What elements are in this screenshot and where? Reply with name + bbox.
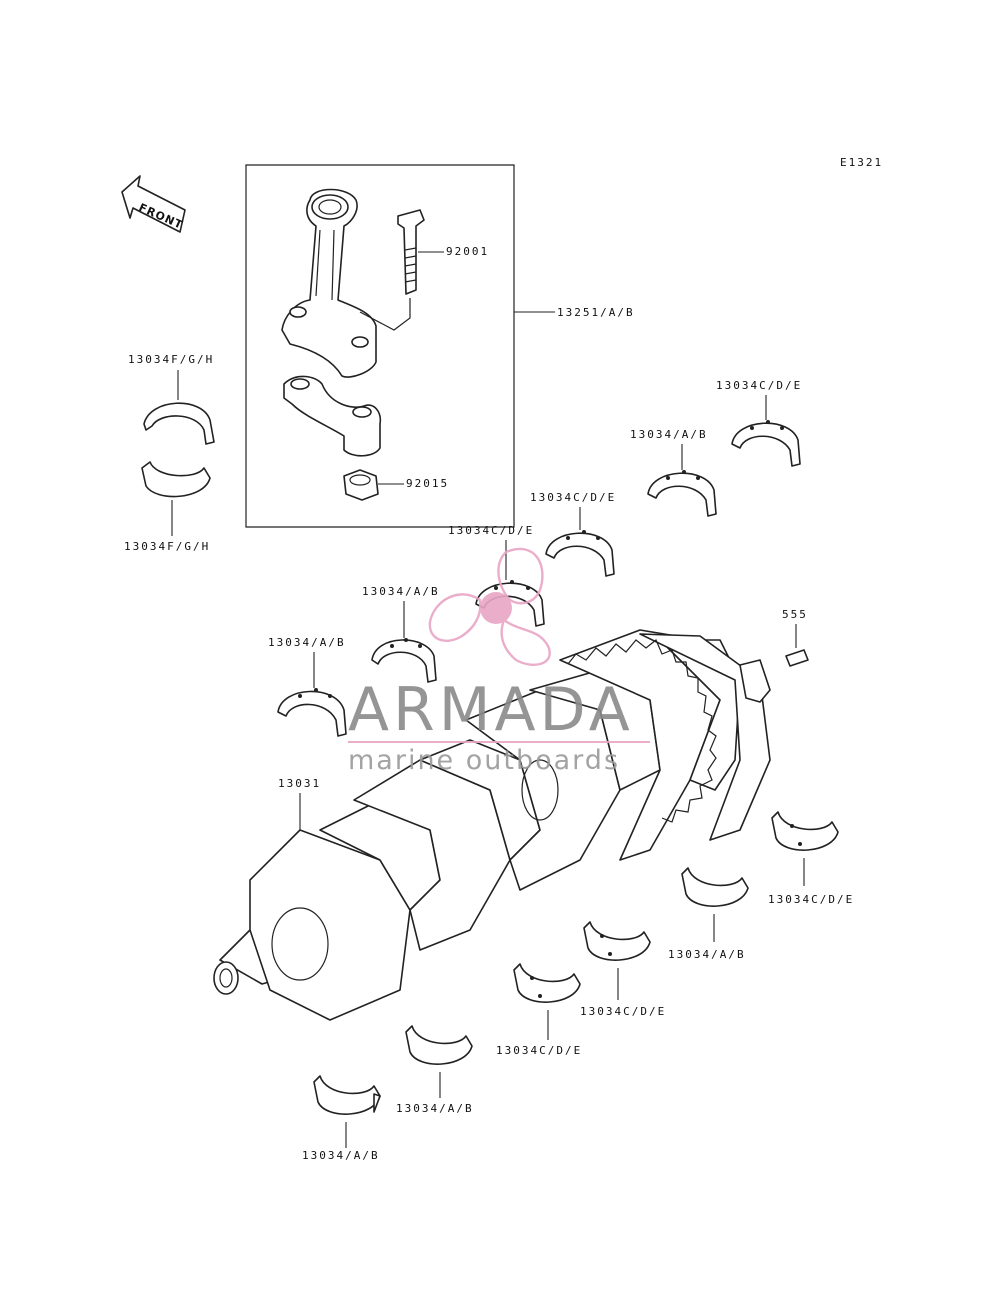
- callout-rod-nut: 92015: [406, 477, 449, 490]
- callout-crankshaft: 13031: [278, 777, 321, 790]
- callout-rod-bearing-upper: 13034F/G/H: [128, 353, 214, 366]
- callout-bearing-u2: 13034/A/B: [362, 585, 440, 598]
- callout-bearing-u4: 13034C/D/E: [530, 491, 616, 504]
- rod-cap-drawing: [283, 375, 382, 457]
- callout-bearing-l3: 13034C/D/E: [496, 1044, 582, 1057]
- callout-bearing-u1: 13034/A/B: [268, 636, 346, 649]
- armada-watermark: ARMADA marine outboards: [348, 547, 650, 776]
- crankshaft-drawing: [213, 629, 771, 1021]
- callout-bearing-l1: 13034/A/B: [302, 1149, 380, 1162]
- dowel-pin-drawing: [785, 649, 809, 667]
- callout-bearing-l2: 13034/A/B: [396, 1102, 474, 1115]
- watermark-brand: ARMADA: [348, 675, 634, 745]
- rod-nut-drawing: [343, 469, 379, 501]
- callout-bearing-u5: 13034/A/B: [630, 428, 708, 441]
- rod-bolt-drawing: [397, 209, 425, 295]
- callout-rod-bearing-lower: 13034F/G/H: [124, 540, 210, 553]
- upper-main-bearings: [277, 420, 801, 737]
- callout-bearing-l4: 13034C/D/E: [580, 1005, 666, 1018]
- callout-rod-bolt: 92001: [446, 245, 489, 258]
- watermark-tagline: marine outboards: [348, 745, 620, 776]
- callout-connecting-rod-assembly: 13251/A/B: [557, 306, 635, 319]
- callout-bearing-u6: 13034C/D/E: [716, 379, 802, 392]
- callout-bearing-l5: 13034/A/B: [668, 948, 746, 961]
- propeller-logo-icon: [428, 547, 551, 666]
- connecting-rod-group-box: [245, 164, 515, 528]
- rod-bearing-shell-lower: [141, 461, 211, 498]
- rod-bearing-shell-upper: [143, 402, 215, 445]
- lower-main-bearings: [313, 811, 839, 1115]
- callout-bearing-l6: 13034C/D/E: [768, 893, 854, 906]
- diagram-id-code: E1321: [840, 156, 883, 169]
- callout-pin: 555: [782, 608, 808, 621]
- callout-bearing-u3: 13034C/D/E: [448, 524, 534, 537]
- front-arrow-icon: FRONT: [121, 175, 186, 233]
- connecting-rod-drawing: [281, 188, 377, 378]
